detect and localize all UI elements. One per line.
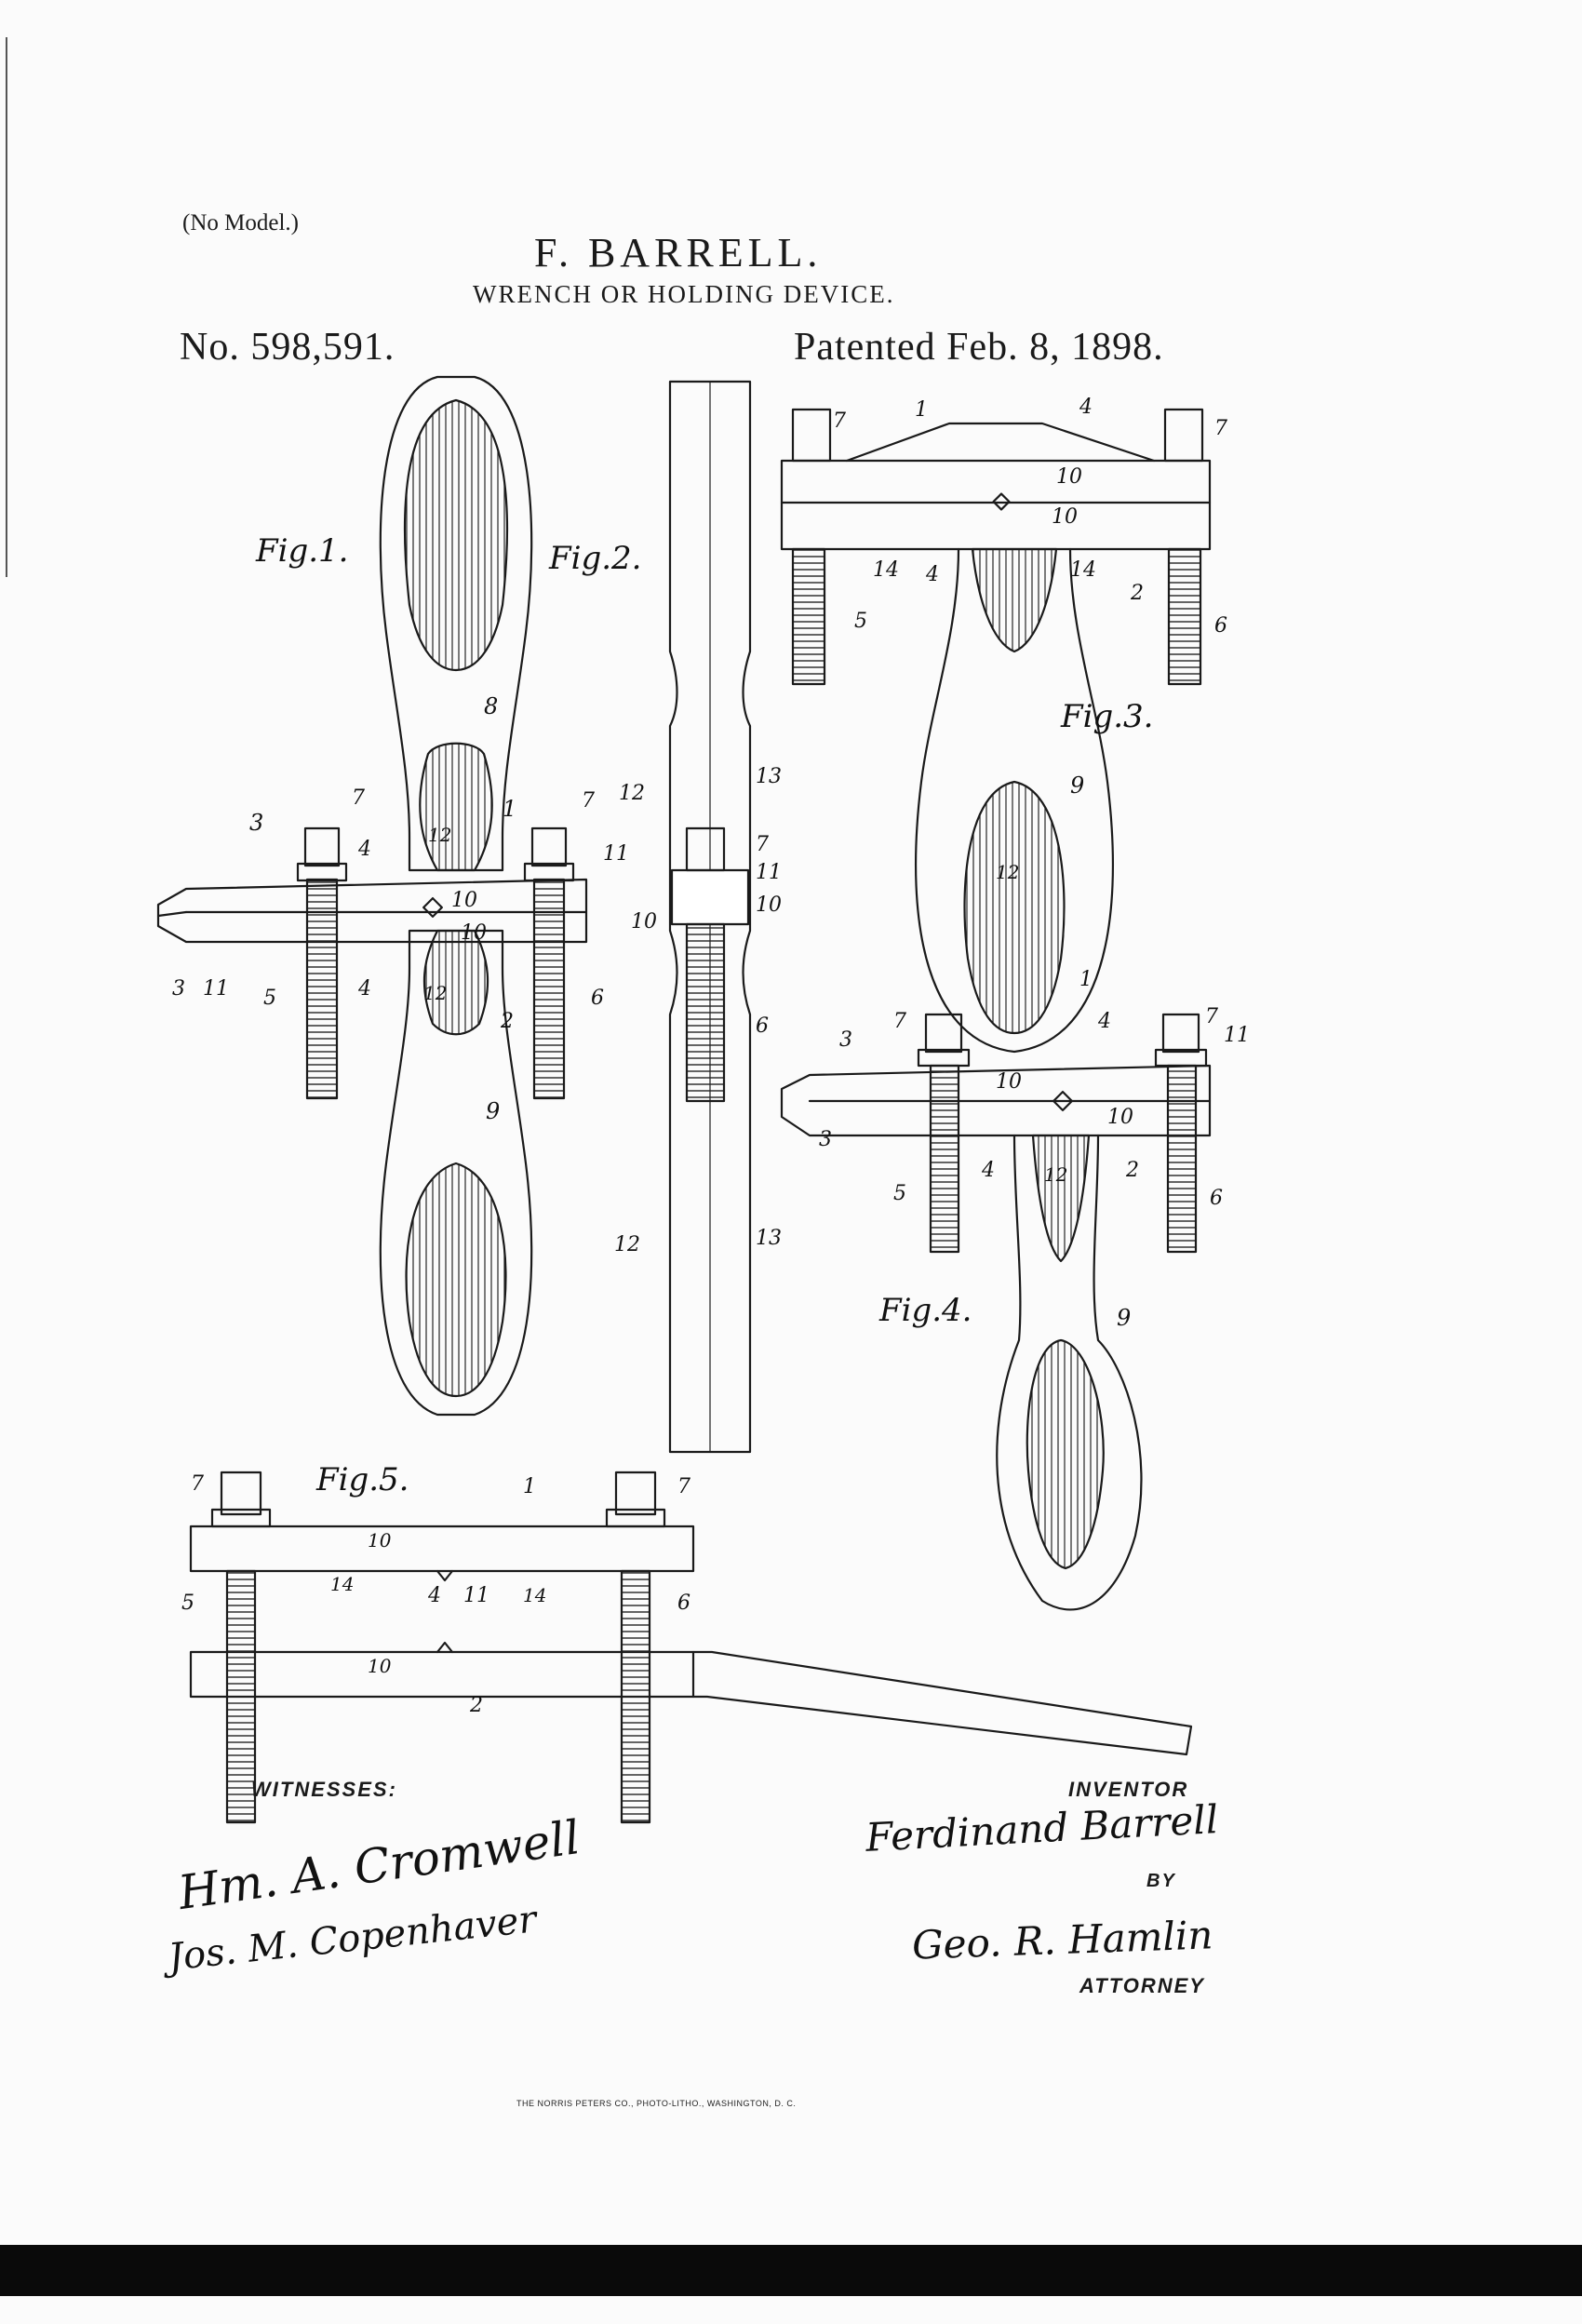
- ref-numeral: 10: [631, 910, 657, 934]
- ref-numeral: 7: [1214, 417, 1227, 440]
- figure-3-drawing: [780, 408, 1212, 1054]
- ref-numeral: 5: [854, 610, 867, 633]
- inventor-name: F. BARRELL.: [534, 230, 823, 275]
- ref-numeral: 7: [1205, 1005, 1218, 1028]
- ref-numeral: 10: [461, 921, 487, 945]
- ref-numeral: 4: [982, 1159, 995, 1182]
- figure-2-label: Fig.2.: [549, 540, 642, 577]
- ref-numeral: 10: [1107, 1106, 1133, 1129]
- scan-edge-line: [6, 37, 7, 577]
- figure-1-drawing: [156, 375, 588, 1417]
- ref-numeral: 14: [873, 558, 899, 582]
- ref-numeral: 2: [470, 1694, 483, 1717]
- printer-credit: THE NORRIS PETERS CO., PHOTO-LITHO., WAS…: [516, 2099, 797, 2108]
- ref-numeral: 4: [1079, 396, 1093, 419]
- ref-numeral: 2: [1126, 1159, 1139, 1182]
- attorney-label: ATTORNEY: [1079, 1974, 1205, 1997]
- ref-numeral: 12: [619, 782, 645, 805]
- ref-numeral: 13: [756, 765, 782, 788]
- ref-numeral: 9: [486, 1098, 501, 1124]
- ref-numeral: 10: [996, 1070, 1022, 1094]
- ref-numeral: 4: [1098, 1010, 1111, 1033]
- figure-2-drawing: [668, 380, 752, 1454]
- ref-numeral: 11: [1224, 1024, 1250, 1047]
- ref-numeral: 1: [523, 1475, 536, 1498]
- ref-numeral: 1: [915, 398, 928, 422]
- ref-numeral: 8: [484, 693, 499, 719]
- ref-numeral: 11: [203, 977, 229, 1001]
- ref-numeral: 10: [451, 889, 477, 912]
- ref-numeral: 13: [756, 1227, 782, 1250]
- patent-date: Patented Feb. 8, 1898.: [794, 326, 1164, 369]
- figure-4-drawing: [780, 1013, 1212, 1611]
- witnesses-label: WITNESSES:: [251, 1778, 397, 1801]
- ref-numeral: 2: [501, 1010, 514, 1033]
- ref-numeral: 6: [756, 1014, 769, 1038]
- ref-numeral: 3: [839, 1028, 852, 1052]
- ref-numeral: 10: [756, 893, 782, 917]
- ref-numeral: 7: [191, 1472, 204, 1496]
- ref-numeral: 7: [677, 1475, 690, 1498]
- ref-numeral: 12: [996, 861, 1020, 883]
- ref-numeral: 5: [263, 987, 276, 1010]
- scan-bottom-bar: [0, 2245, 1582, 2296]
- figure-5-drawing: [189, 1471, 1193, 1824]
- ref-numeral: 3: [249, 810, 264, 836]
- ref-numeral: 3: [172, 977, 185, 1001]
- ref-numeral: 11: [463, 1584, 489, 1607]
- ref-numeral: 2: [1131, 582, 1144, 605]
- ref-numeral: 4: [926, 563, 939, 586]
- patent-title: WRENCH OR HOLDING DEVICE.: [473, 280, 895, 308]
- ref-numeral: 7: [893, 1010, 906, 1033]
- ref-numeral: 7: [582, 789, 595, 813]
- ref-numeral: 12: [428, 824, 452, 846]
- ref-numeral: 12: [423, 982, 448, 1004]
- ref-numeral: 6: [1214, 614, 1227, 638]
- ref-numeral: 5: [893, 1182, 906, 1205]
- ref-numeral: 10: [368, 1529, 392, 1552]
- inventor-label: INVENTOR: [1068, 1778, 1189, 1801]
- ref-numeral: 9: [1070, 772, 1085, 799]
- ref-numeral: 7: [833, 410, 846, 433]
- ref-numeral: 1: [1079, 968, 1093, 991]
- ref-numeral: 6: [677, 1592, 690, 1615]
- model-note: (No Model.): [182, 210, 299, 235]
- ref-numeral: 10: [1056, 465, 1082, 489]
- ref-numeral: 9: [1117, 1305, 1132, 1331]
- ref-numeral: 4: [428, 1584, 441, 1607]
- ref-numeral: 1: [503, 796, 517, 822]
- ref-numeral: 14: [523, 1584, 547, 1606]
- ref-numeral: 12: [614, 1233, 640, 1256]
- figure-1-label: Fig.1.: [256, 532, 349, 570]
- ref-numeral: 4: [358, 838, 371, 861]
- patent-number: No. 598,591.: [180, 326, 396, 369]
- ref-numeral: 11: [756, 861, 782, 884]
- ref-numeral: 7: [352, 786, 365, 810]
- ref-numeral: 6: [591, 987, 604, 1010]
- ref-numeral: 10: [1052, 505, 1078, 529]
- figure-4-label: Fig.4.: [879, 1292, 972, 1329]
- ref-numeral: 10: [368, 1655, 392, 1677]
- ref-numeral: 12: [1044, 1163, 1068, 1186]
- ref-numeral: 4: [358, 977, 371, 1001]
- ref-numeral: 5: [181, 1592, 194, 1615]
- ref-numeral: 3: [819, 1128, 832, 1151]
- ref-numeral: 6: [1210, 1187, 1223, 1210]
- ref-numeral: 11: [603, 842, 629, 866]
- ref-numeral: 14: [330, 1573, 355, 1595]
- ref-numeral: 14: [1070, 558, 1096, 582]
- ref-numeral: 7: [756, 833, 769, 856]
- figure-3-label: Fig.3.: [1061, 698, 1154, 735]
- figure-5-label: Fig.5.: [316, 1461, 409, 1498]
- by-label: BY: [1146, 1871, 1176, 1891]
